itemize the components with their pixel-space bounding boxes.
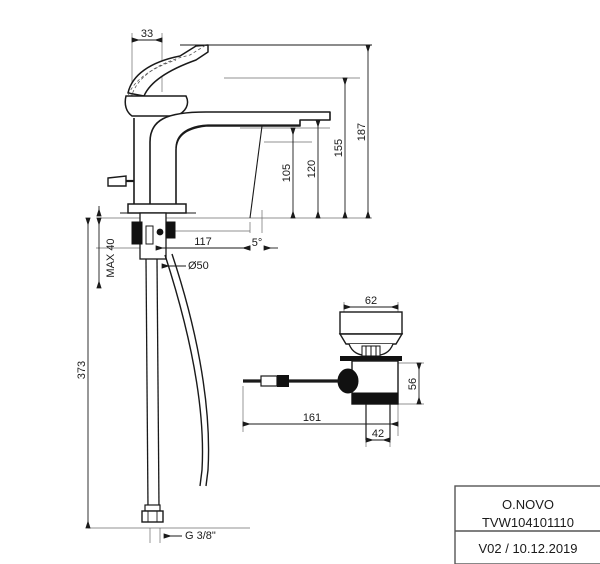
- waste-flange: [338, 311, 404, 361]
- dimension-hole-diameter-label: Ø50: [188, 260, 209, 272]
- dimension-33: 33: [131, 28, 163, 43]
- popup-waste-assembly-view: 62 56 161 42: [242, 295, 424, 447]
- spout-inner-curve: [175, 124, 300, 149]
- dimension-105-label: 105: [281, 164, 293, 182]
- dimension-max-40: MAX 40: [96, 206, 117, 289]
- handle-hub: [124, 95, 189, 117]
- dimension-33-label: 33: [141, 28, 153, 40]
- dimension-hole-diameter: Ø50: [161, 260, 209, 272]
- dimension-373-label: 373: [76, 361, 88, 379]
- supply-hoses: [145, 253, 210, 509]
- title-block-revision-date: V02 / 10.12.2019: [478, 541, 577, 556]
- dimension-117-label: 117: [194, 236, 212, 248]
- lever-handle-raised-outline: [130, 44, 207, 99]
- title-block: O.NOVO TVW104101110 V02 / 10.12.2019: [454, 485, 600, 564]
- dimension-155-label: 155: [333, 139, 345, 157]
- dimension-42: 42: [365, 428, 391, 443]
- dimension-angle-5deg: 5°: [236, 237, 278, 251]
- title-block-article-number: TVW104101110: [482, 515, 574, 530]
- dimension-117: 117: [155, 236, 251, 251]
- faucet-body-and-spout: [133, 111, 331, 206]
- dimension-56: 56: [407, 362, 422, 405]
- title-block-product-name: O.NOVO: [502, 497, 554, 512]
- waste-ball-joint: [337, 368, 359, 394]
- fixing-nut: [145, 225, 154, 245]
- fixing-bracket-right: [165, 221, 176, 239]
- dimension-373: 373: [76, 217, 91, 529]
- base-escutcheon: [127, 203, 187, 214]
- lever-handle-swing-arc: [126, 59, 177, 101]
- dimension-56-label: 56: [407, 378, 419, 390]
- dimension-max-40-label: MAX 40: [105, 238, 117, 277]
- lever-handle: [127, 44, 209, 97]
- dimension-105: 105: [281, 127, 296, 219]
- dimension-161: 161: [242, 412, 399, 427]
- popup-lift-rod-knob: [107, 175, 127, 187]
- label-thread-size-text: G 3/8": [185, 530, 216, 542]
- label-thread-size: G 3/8": [163, 530, 216, 542]
- waste-pivot-rod: [243, 375, 340, 387]
- dimension-62: 62: [343, 295, 399, 310]
- dimension-187: 187: [356, 44, 371, 219]
- waste-lock-nut: [351, 392, 399, 405]
- fixing-stud-head: [156, 228, 164, 236]
- dimension-angle-label: 5°: [252, 237, 263, 249]
- dimension-161-label: 161: [303, 412, 321, 424]
- dimension-62-label: 62: [365, 295, 377, 307]
- dimension-120-label: 120: [306, 160, 318, 178]
- faucet-elevation-view: 33 105 120 155 187 117: [76, 28, 372, 543]
- fixing-bracket-left: [131, 221, 143, 245]
- aerator-stream-axis: [249, 125, 263, 219]
- dimension-187-label: 187: [356, 123, 368, 141]
- dimension-42-label: 42: [372, 428, 384, 440]
- hose-end-fitting: [141, 504, 164, 523]
- dimension-155: 155: [333, 77, 348, 219]
- dimension-120: 120: [306, 119, 321, 219]
